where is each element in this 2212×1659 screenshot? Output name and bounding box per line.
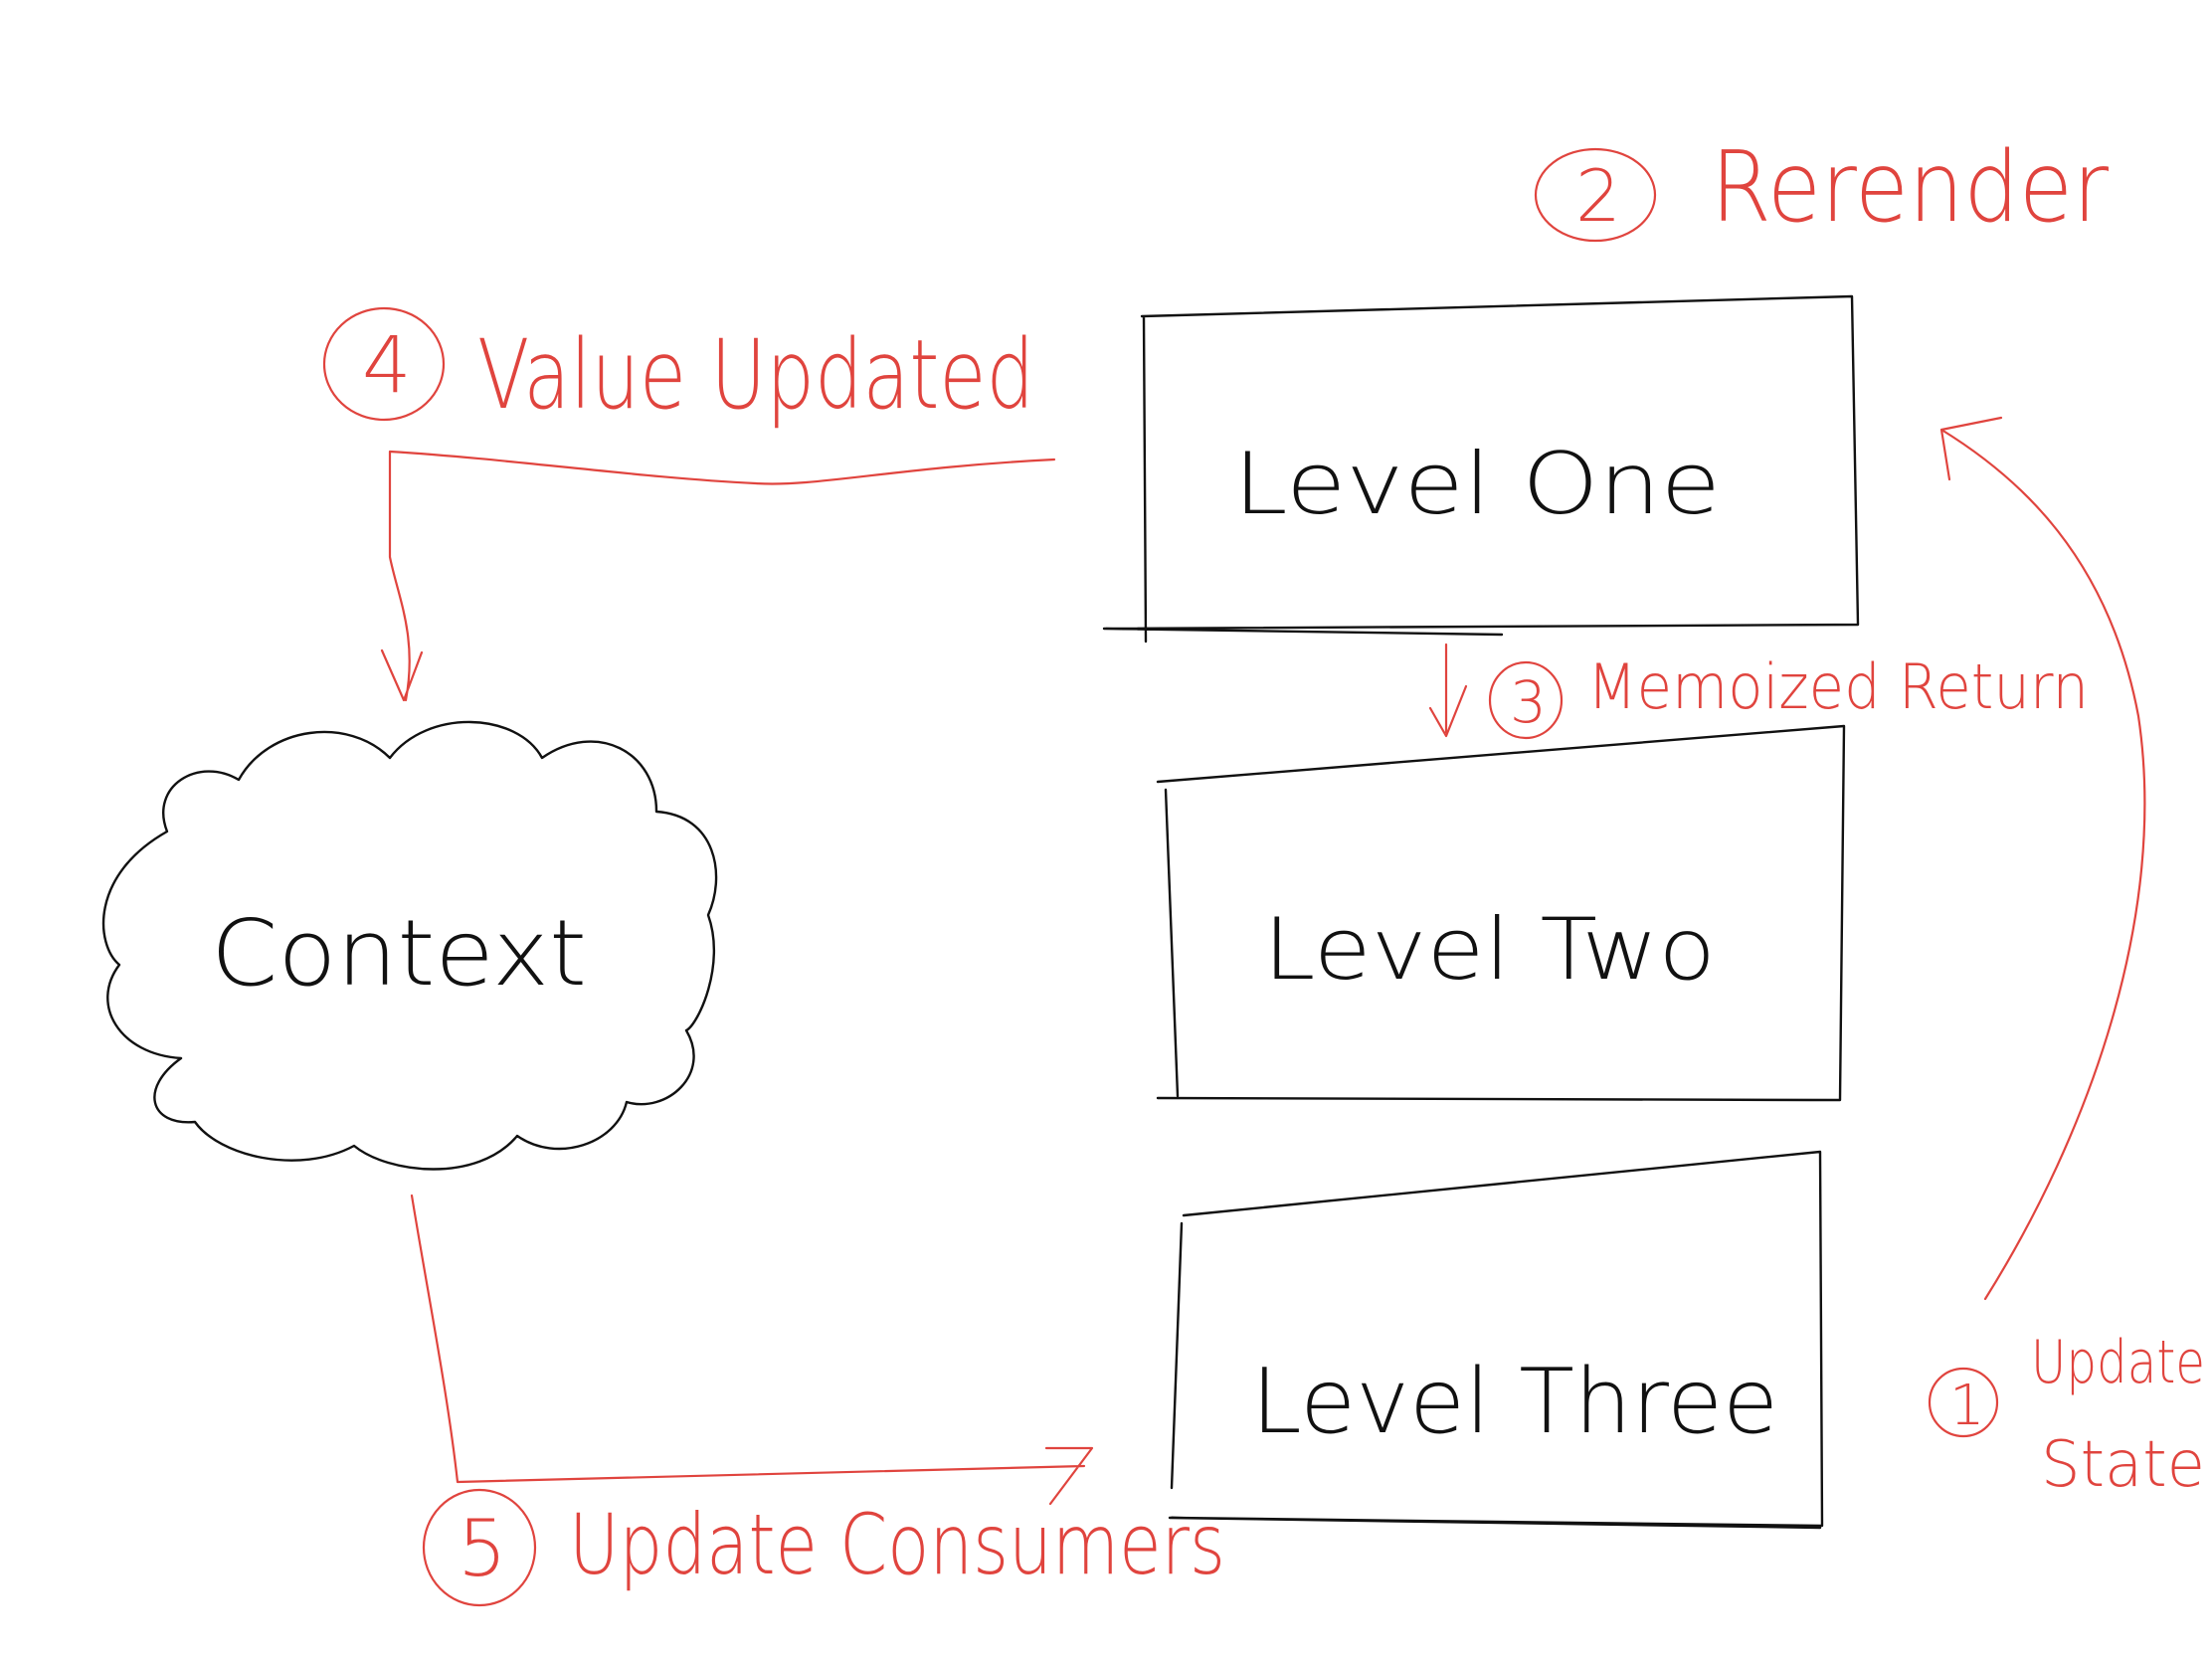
step-5-number: 5 xyxy=(458,1505,507,1594)
context-cloud-outline xyxy=(101,720,718,1171)
level-one-label: Level One xyxy=(1233,435,1721,534)
level-three-box: Level Three xyxy=(1168,1150,1824,1530)
context-label: Context xyxy=(211,900,587,1007)
level-two-label: Level Two xyxy=(1263,900,1716,1000)
step-1-number-circle xyxy=(1928,1367,1999,1438)
level-one-box: Level One xyxy=(1102,294,1860,644)
step-1-label-line1: Update xyxy=(2031,1328,2205,1397)
step-3-number-circle xyxy=(1488,660,1564,740)
context-cloud: Context xyxy=(101,720,718,1171)
step-5-label: Update Consumers xyxy=(569,1496,1225,1593)
step-1-arrow xyxy=(1939,416,2146,1301)
step-5-arrow xyxy=(410,1194,1094,1506)
step-4-arrow xyxy=(380,450,1056,702)
step-1-label-line2: State xyxy=(2041,1428,2205,1502)
step-4-number-circle xyxy=(322,306,446,422)
step-5-number-circle xyxy=(422,1488,537,1607)
level-three-box-outline xyxy=(1168,1150,1824,1530)
step-1-update-state: 1 Update State xyxy=(1928,416,2205,1502)
step-2-rerender: 2 Rerender xyxy=(1534,131,2110,245)
step-3-number: 3 xyxy=(1510,668,1547,736)
step-3-memoized-return: 3 Memoized Return xyxy=(1428,643,2089,740)
level-three-label: Level Three xyxy=(1251,1350,1778,1454)
level-two-box: Level Two xyxy=(1156,724,1846,1102)
step-5-update-consumers: 5 Update Consumers xyxy=(410,1194,1225,1607)
level-one-box-outline xyxy=(1102,294,1860,644)
step-2-number: 2 xyxy=(1575,154,1621,238)
step-4-value-updated: 4 Value Updated xyxy=(322,306,1056,702)
step-3-label: Memoized Return xyxy=(1587,650,2089,723)
step-1-number: 1 xyxy=(1949,1374,1985,1438)
step-2-number-circle xyxy=(1534,147,1657,243)
level-two-box-outline xyxy=(1156,724,1846,1102)
step-3-arrow xyxy=(1428,643,1468,738)
step-4-number: 4 xyxy=(362,321,412,411)
step-2-label: Rerender xyxy=(1711,131,2110,245)
step-4-label: Value Updated xyxy=(477,319,1034,431)
